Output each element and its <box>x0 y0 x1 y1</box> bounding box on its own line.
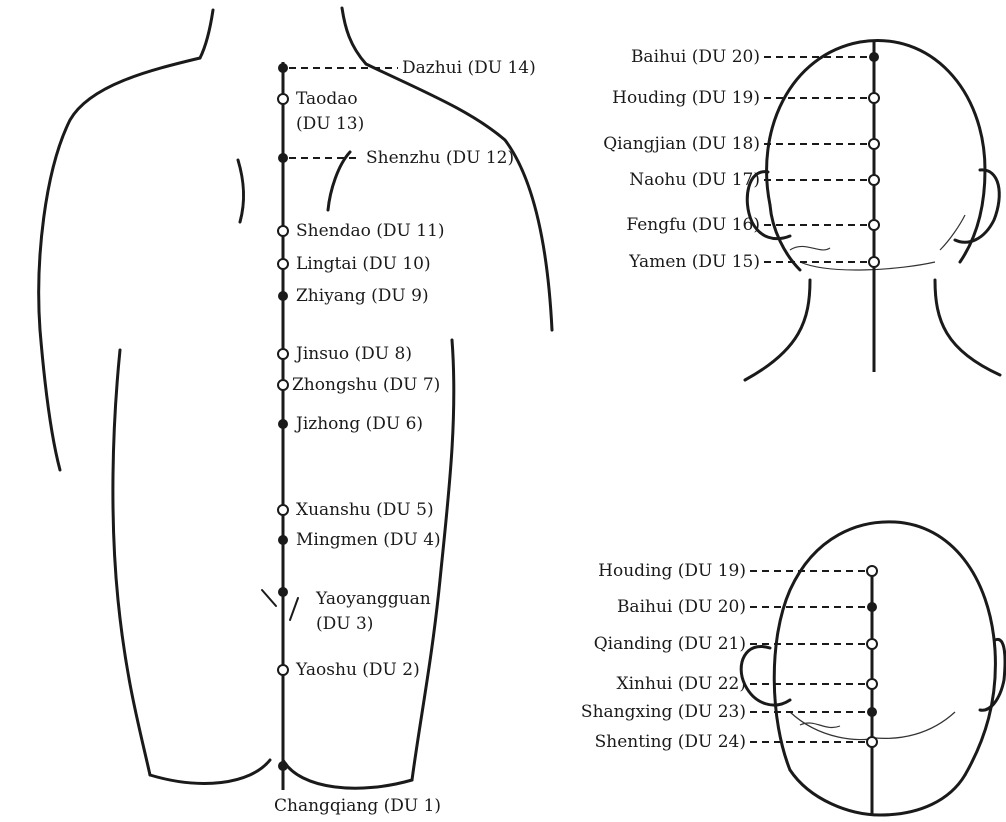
point-fengfu <box>869 220 879 230</box>
point-yaoshu <box>278 665 288 675</box>
label-dazhui: Dazhui (DU 14) <box>402 58 536 78</box>
point-shangxing <box>868 708 877 717</box>
point-zhongshu <box>278 380 288 390</box>
point-houding <box>869 93 879 103</box>
point-qiangjian <box>869 139 879 149</box>
head-back-right-ear <box>955 170 999 242</box>
neck-left-outline <box>200 10 213 58</box>
label-shenzhu: Shenzhu (DU 12) <box>366 148 514 168</box>
label-xuanshu: Xuanshu (DU 5) <box>296 500 434 520</box>
label-qianding: Qianding (DU 21) <box>594 634 746 654</box>
point-baihui <box>868 603 877 612</box>
point-taodao <box>278 94 288 104</box>
head-top-points: Houding (DU 19) Baihui (DU 20) Qianding (D… <box>581 561 877 752</box>
right-flank-outline <box>412 340 454 780</box>
head-top-skull-outline <box>774 522 995 775</box>
point-jizhong <box>279 420 288 429</box>
head-back-neck-right <box>935 280 1000 375</box>
label-changqiang: Changqiang (DU 1) <box>274 796 441 816</box>
label-qiangjian: Qiangjian (DU 18) <box>603 134 760 154</box>
label-fengfu: Fengfu (DU 16) <box>626 215 760 235</box>
label-taodao-code: (DU 13) <box>296 114 364 134</box>
head-top-chin-outline <box>790 770 965 815</box>
point-houding <box>867 566 877 576</box>
neck-right-outline <box>342 8 366 64</box>
point-shenzhu <box>279 154 288 163</box>
label-taodao: Taodao <box>296 89 358 109</box>
point-yaoyangguan <box>279 588 288 597</box>
point-yamen <box>869 257 879 267</box>
point-dazhui <box>279 64 288 73</box>
point-shenting <box>867 737 877 747</box>
point-baihui <box>870 53 879 62</box>
point-zhiyang <box>279 292 288 301</box>
label-zhongshu: Zhongshu (DU 7) <box>292 375 440 395</box>
label-xinhui: Xinhui (DU 22) <box>617 674 746 694</box>
head-back-figure <box>745 40 1000 380</box>
label-houding: Houding (DU 19) <box>598 561 746 581</box>
right-scapula-outline <box>328 152 350 210</box>
label-naohu: Naohu (DU 17) <box>629 170 760 190</box>
lumbar-mark-right <box>290 598 298 620</box>
point-xinhui <box>867 679 877 689</box>
point-mingmen <box>279 536 288 545</box>
point-naohu <box>869 175 879 185</box>
point-xuanshu <box>278 505 288 515</box>
label-jinsuo: Jinsuo (DU 8) <box>294 344 412 364</box>
label-zhiyang: Zhiyang (DU 9) <box>296 286 429 306</box>
left-scapula-outline <box>238 160 244 222</box>
point-jinsuo <box>278 349 288 359</box>
torso-points: Dazhui (DU 14) Taodao (DU 13)Shenzhu (DU 1… <box>274 58 536 816</box>
point-shendao <box>278 226 288 236</box>
left-shoulder-outline <box>39 58 200 470</box>
label-shendao: Shendao (DU 11) <box>296 221 445 241</box>
point-changqiang <box>279 762 288 771</box>
left-flank-outline <box>113 350 150 775</box>
label-mingmen: Mingmen (DU 4) <box>296 530 441 550</box>
lumbar-mark-left <box>262 590 276 606</box>
label-yaoyangguan-code: (DU 3) <box>316 614 373 634</box>
head-top-left-ear <box>741 646 790 705</box>
label-yamen: Yamen (DU 15) <box>628 252 760 272</box>
label-houding: Houding (DU 19) <box>612 88 760 108</box>
label-yaoyangguan: Yaoyangguan <box>315 589 431 609</box>
label-shenting: Shenting (DU 24) <box>595 732 746 752</box>
head-back-neck-left <box>745 280 810 380</box>
label-yaoshu: Yaoshu (DU 2) <box>295 660 420 680</box>
label-baihui: Baihui (DU 20) <box>631 47 760 67</box>
point-lingtai <box>278 259 288 269</box>
point-qianding <box>867 639 877 649</box>
label-lingtai: Lingtai (DU 10) <box>296 254 431 274</box>
label-shangxing: Shangxing (DU 23) <box>581 702 746 722</box>
label-jizhong: Jizhong (DU 6) <box>294 414 423 434</box>
head-back-points: Baihui (DU 20) Houding (DU 19) Qiangjian (… <box>603 47 879 272</box>
label-baihui: Baihui (DU 20) <box>617 597 746 617</box>
